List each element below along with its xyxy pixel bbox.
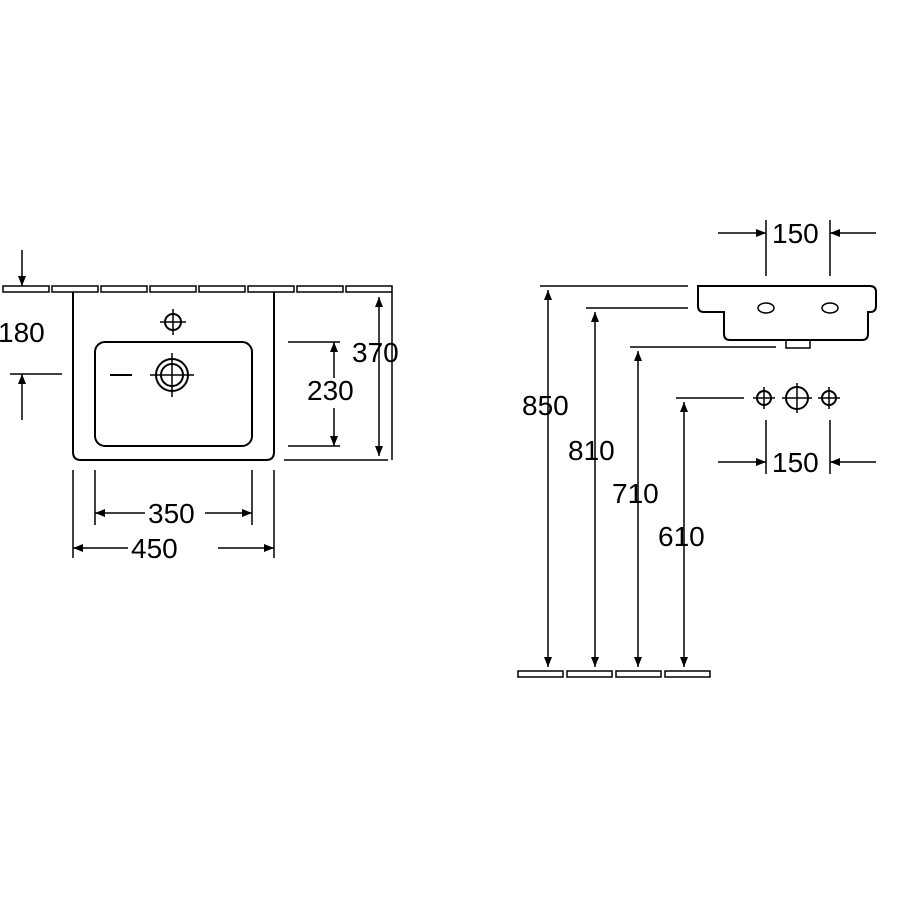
basin-outline [72, 292, 275, 461]
dim-180: 180 [0, 250, 62, 420]
dim-610-label: 610 [658, 521, 705, 552]
dim-350: 350 [94, 470, 253, 529]
dim-150-bottom-label: 150 [772, 447, 819, 478]
dim-150-top: 150 [718, 218, 876, 276]
dim-850: 850 [522, 285, 688, 667]
dim-710: 710 [612, 346, 776, 667]
wall-strip [2, 285, 393, 293]
dim-810: 810 [568, 307, 688, 667]
dim-610: 610 [658, 397, 744, 667]
dim-370-label: 370 [352, 337, 399, 368]
waste-connection-icon [782, 383, 812, 413]
dim-450-label: 450 [131, 533, 178, 564]
dim-150-bottom: 150 [718, 420, 876, 478]
side-view: 150 850 810 710 [517, 218, 877, 678]
dim-150-top-label: 150 [772, 218, 819, 249]
dim-370: 370 [284, 292, 399, 461]
dim-350-label: 350 [148, 498, 195, 529]
drain-icon [110, 353, 194, 397]
basin-side-outline [697, 285, 877, 341]
tap-hole-icon [160, 309, 186, 335]
tap-hole-right-icon [821, 302, 839, 314]
tap-hole-left-icon [757, 302, 775, 314]
dim-230: 230 [288, 341, 354, 447]
dim-450: 450 [72, 470, 275, 564]
dim-710-label: 710 [612, 478, 659, 509]
supply-connection-left-icon [753, 387, 775, 409]
floor-strip [517, 670, 711, 678]
dim-180-label: 180 [0, 317, 45, 348]
waste-outlet [785, 339, 811, 349]
dim-810-label: 810 [568, 435, 615, 466]
dim-230-label: 230 [307, 375, 354, 406]
bowl-outline [94, 341, 253, 447]
dim-850-label: 850 [522, 390, 569, 421]
plan-view: 180 370 230 350 [0, 250, 399, 564]
supply-connection-right-icon [818, 387, 840, 409]
